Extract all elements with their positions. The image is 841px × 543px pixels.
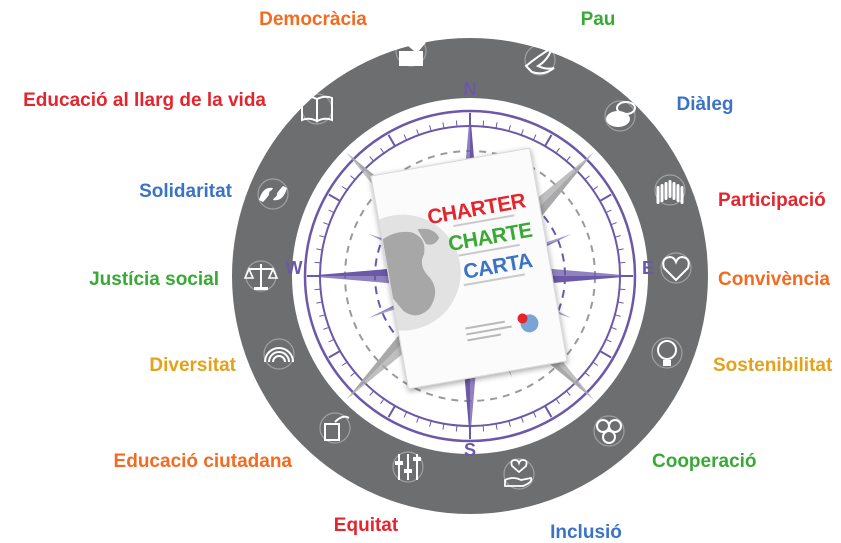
open-book-icon — [301, 93, 333, 125]
bezel-tick — [429, 125, 432, 132]
bezel-tick — [532, 411, 537, 418]
bezel-tick — [614, 235, 621, 238]
bezel-tick — [319, 235, 326, 238]
bezel-tick — [323, 326, 330, 330]
value-label: Sostenibilitat — [713, 355, 833, 376]
bezel-tick — [455, 425, 458, 432]
bezel-tick — [599, 350, 612, 359]
bezel-tick — [442, 122, 445, 129]
ballot-box-icon — [395, 34, 427, 67]
bezel-tick — [316, 301, 323, 304]
value-label: Solidaritat — [139, 181, 232, 202]
bezel-tick — [429, 420, 432, 427]
bezel-tick — [610, 326, 617, 330]
bezel-tick — [403, 411, 408, 418]
bezel-tick — [599, 193, 612, 202]
bezel-tick — [416, 416, 420, 423]
value-label: Diversitat — [149, 355, 236, 376]
bezel-tick — [350, 372, 356, 377]
bezel-tick — [387, 405, 396, 418]
bezel-tick — [610, 222, 617, 226]
bezel-tick — [614, 314, 621, 317]
joined-hands-icon — [593, 415, 625, 447]
bezel-tick — [442, 423, 445, 430]
bezel-tick — [544, 405, 553, 418]
bezel-tick — [520, 129, 524, 136]
scales-icon — [243, 260, 279, 292]
bezel-tick — [619, 261, 626, 264]
lightbulb-plant-icon — [651, 337, 683, 369]
bezel-tick — [508, 420, 511, 427]
bezel-tick — [584, 372, 590, 377]
value-label: Convivència — [718, 269, 830, 290]
helping-hands-icon — [257, 178, 289, 210]
bezel-tick — [619, 288, 626, 291]
bezel-tick — [544, 134, 553, 147]
bezel-tick — [584, 175, 590, 180]
dove-icon — [524, 44, 556, 76]
bezel-tick — [617, 301, 624, 304]
value-label: Democràcia — [259, 9, 367, 30]
bezel-tick — [314, 288, 321, 291]
bezel-tick — [380, 398, 385, 405]
bezel-tick — [328, 338, 335, 343]
value-label: Equitat — [333, 515, 399, 536]
citizen-card-icon — [319, 412, 351, 444]
value-label: Inclusió — [550, 522, 622, 543]
value-label: Justícia social — [89, 269, 219, 290]
bezel-tick — [605, 209, 612, 214]
bezel-tick — [520, 416, 524, 423]
bezel-tick — [566, 156, 571, 162]
bezel-tick — [328, 193, 341, 202]
value-label: Cooperació — [652, 451, 757, 472]
bezel-tick — [328, 350, 341, 359]
heart-handshake-icon — [660, 252, 692, 284]
value-label: Educació ciutadana — [113, 451, 292, 472]
compass-east-letter: E — [642, 258, 654, 278]
bezel-tick — [532, 134, 537, 141]
compass-north-letter: N — [464, 79, 477, 99]
bezel-tick — [380, 147, 385, 154]
bezel-tick — [314, 261, 321, 264]
bezel-tick — [341, 186, 348, 191]
compass-west-letter: W — [286, 258, 303, 278]
sliders-icon — [392, 451, 424, 483]
value-icons — [243, 34, 692, 490]
bezel-tick — [319, 314, 326, 317]
bezel-tick — [495, 423, 498, 430]
value-label: Diàleg — [676, 94, 734, 115]
value-label: Pau — [580, 9, 616, 30]
bezel-tick — [341, 361, 348, 366]
bezel-tick — [323, 222, 330, 226]
bezel-tick — [387, 134, 396, 147]
bezel-tick — [605, 338, 612, 343]
hand-heart-icon — [503, 458, 535, 490]
value-label: Educació al llarg de la vida — [23, 90, 266, 111]
bezel-tick — [455, 120, 458, 127]
bezel-tick — [566, 390, 571, 396]
bezel-tick — [416, 129, 420, 136]
bezel-tick — [592, 361, 599, 366]
speech-bubbles-icon — [604, 100, 636, 132]
raised-hands-icon — [654, 174, 686, 206]
bezel-tick — [369, 156, 374, 162]
rainbow-icon — [263, 338, 295, 370]
bezel-tick — [328, 209, 335, 214]
value-label: Participació — [718, 190, 826, 211]
compass-south-letter: S — [464, 440, 476, 460]
bezel-tick — [350, 175, 356, 180]
bezel-tick — [403, 134, 408, 141]
bezel-tick — [369, 390, 374, 396]
bezel-tick — [508, 125, 511, 132]
bezel-tick — [592, 186, 599, 191]
bezel-tick — [555, 147, 560, 154]
bezel-tick — [482, 425, 485, 432]
bezel-tick — [482, 120, 485, 127]
bezel-tick — [316, 248, 323, 251]
bezel-tick — [617, 248, 624, 251]
bezel-tick — [555, 398, 560, 405]
bezel-tick — [495, 122, 498, 129]
